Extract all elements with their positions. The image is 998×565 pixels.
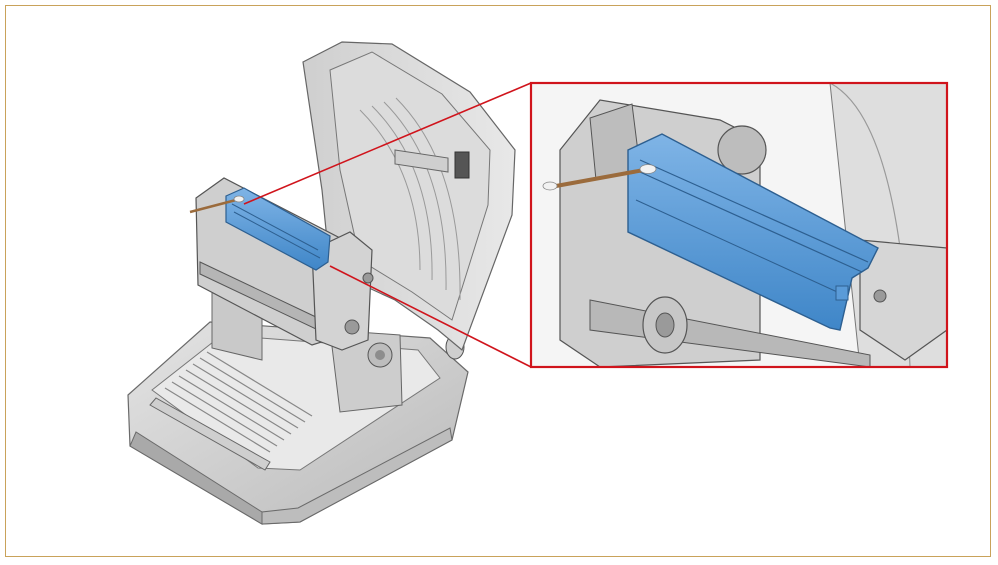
cotton-swab-zoom	[542, 164, 657, 191]
printer-body	[127, 289, 469, 525]
print-head-highlight	[225, 187, 331, 271]
zoom-border	[529, 81, 949, 369]
cotton-swab	[189, 195, 245, 214]
callout-lines	[243, 82, 532, 368]
zoom-inset	[529, 81, 949, 369]
print-head-zoom	[627, 133, 879, 331]
